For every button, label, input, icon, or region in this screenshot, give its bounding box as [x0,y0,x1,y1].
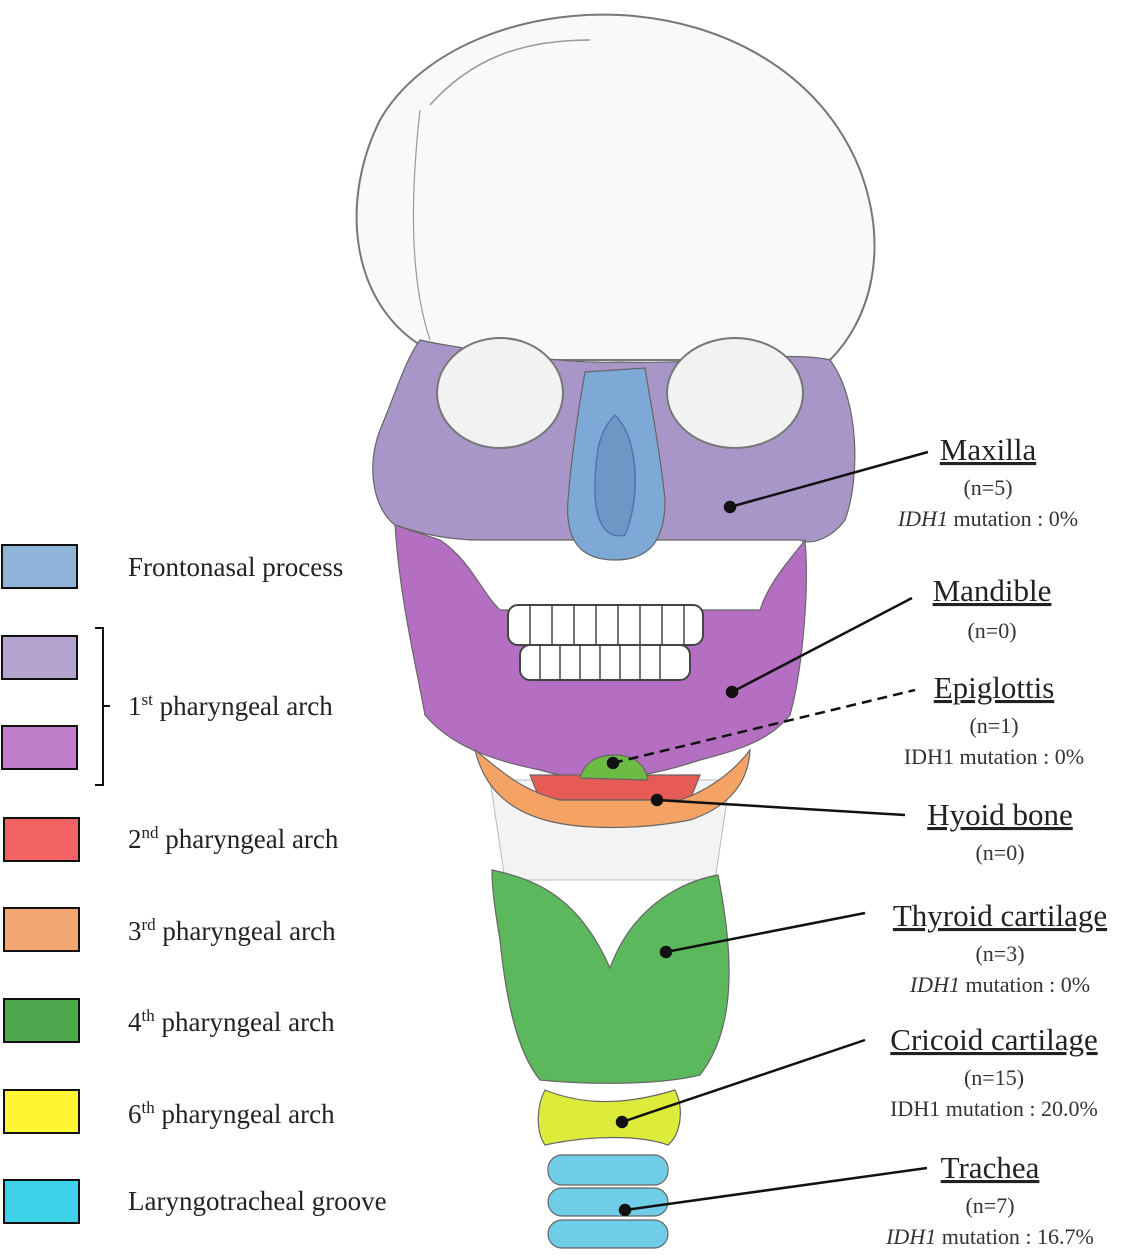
epiglottis-dot [608,758,618,768]
legend-brace [95,628,110,785]
right-orbit [667,338,803,448]
legend-swatch-arch1-dark [2,726,77,769]
legend-swatch-arch6 [4,1090,79,1133]
trachea-title: Trachea [941,1150,1040,1185]
thyroid-dot [661,947,671,957]
mandible-dot [727,687,737,697]
structure-labels: Maxilla (n=5) IDH1 mutation : 0% Mandibl… [885,432,1107,1249]
trachea-ring-1 [548,1155,668,1185]
trachea-ring-2 [548,1188,668,1216]
maxilla-dot [725,502,735,512]
legend-swatch-arch3 [4,908,79,951]
thyroid-n: (n=3) [975,941,1024,966]
left-orbit [437,338,563,448]
legend-label-arch2: 2nd pharyngeal arch [128,823,339,854]
epiglottis-title: Epiglottis [934,670,1055,705]
cricoid-n: (n=15) [964,1065,1024,1090]
legend: Frontonasal process 1st pharyngeal arch … [2,545,387,1223]
legend-label-arch6: 6th pharyngeal arch [128,1098,335,1129]
legend-swatch-arch1-light [2,636,77,679]
trachea-ring-3 [548,1220,668,1248]
thyroid-title: Thyroid cartilage [893,898,1107,933]
hyoid-title: Hyoid bone [927,797,1073,832]
cranium [357,15,875,360]
trachea-dot [620,1205,630,1215]
legend-label-laryngotracheal: Laryngotracheal groove [128,1186,387,1216]
maxilla-title: Maxilla [940,432,1037,467]
legend-swatch-laryngotracheal [4,1180,79,1223]
legend-swatch-arch2 [4,818,79,861]
trachea-n: (n=7) [965,1193,1014,1218]
legend-label-arch4: 4th pharyngeal arch [128,1006,335,1037]
maxilla-n: (n=5) [963,475,1012,500]
legend-label-arch3: 3rd pharyngeal arch [128,915,336,946]
epiglottis-n: (n=1) [969,713,1018,738]
hyoid-dot [652,795,662,805]
legend-label-arch1: 1st pharyngeal arch [128,690,333,721]
legend-swatch-frontonasal [2,545,77,588]
cricoid-title: Cricoid cartilage [890,1022,1097,1057]
cricoid-mutation: IDH1 mutation : 20.0% [890,1096,1098,1121]
mandible-n: (n=0) [967,618,1016,643]
hyoid-n: (n=0) [975,840,1024,865]
mandible-title: Mandible [933,573,1052,608]
thyroid-mutation: IDH1 mutation : 0% [909,972,1090,997]
maxilla-mutation: IDH1 mutation : 0% [897,506,1078,531]
epiglottis-mutation: IDH1 mutation : 0% [904,744,1084,769]
cricoid-dot [617,1117,627,1127]
thyroid-shape [492,870,729,1083]
cricoid-shape [538,1090,680,1145]
legend-swatch-arch4 [4,999,79,1042]
legend-label-frontonasal: Frontonasal process [128,552,343,582]
trachea-mutation: IDH1 mutation : 16.7% [885,1224,1094,1249]
